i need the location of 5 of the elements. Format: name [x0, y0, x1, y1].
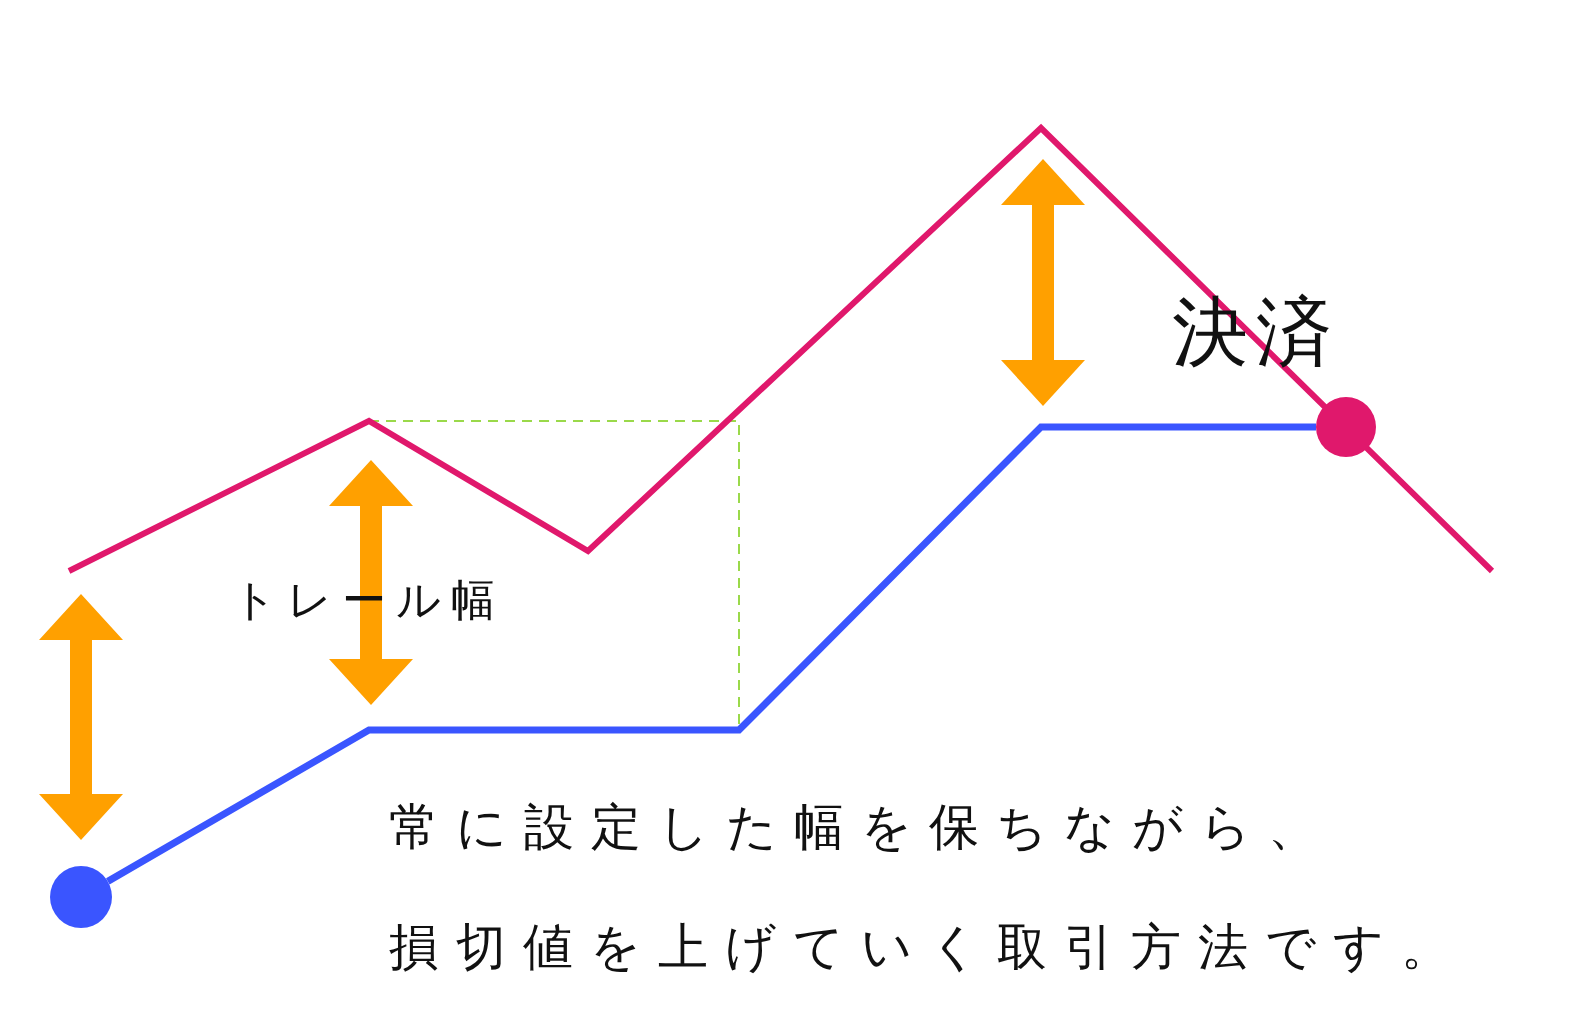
description-text: 常に設定した幅を保ちながら、 — [389, 800, 1335, 855]
stop-loss-line — [106, 423, 1316, 885]
exit-point-marker — [1316, 397, 1376, 457]
exit-label: 決済 — [1172, 290, 1340, 374]
description-text: 損切値を上げていく取引方法です。 — [389, 920, 1468, 975]
